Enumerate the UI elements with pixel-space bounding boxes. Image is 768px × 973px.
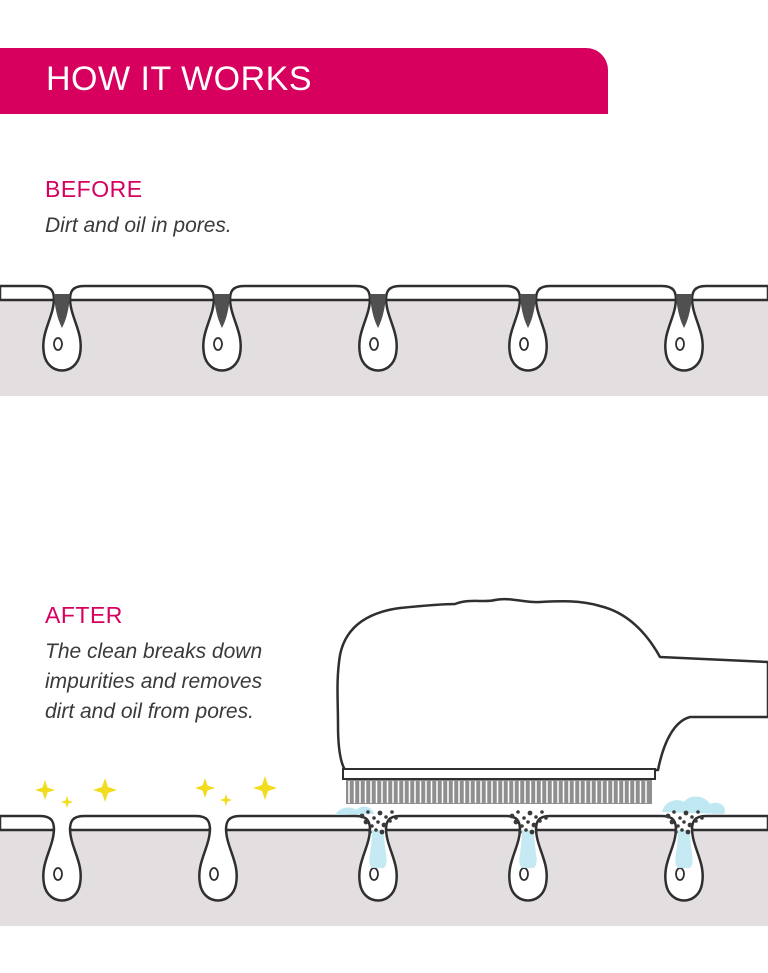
dirt-speck	[676, 824, 680, 828]
dirt-speck	[520, 824, 524, 828]
dirt-speck	[694, 819, 698, 823]
dirt-speck	[683, 810, 689, 816]
dirt-speck	[524, 828, 528, 832]
pore-dirt	[54, 294, 70, 328]
cleansing-foam	[675, 830, 693, 868]
dirt-speck	[374, 828, 378, 832]
pore	[42, 297, 82, 372]
sparkle-icon	[93, 778, 117, 802]
dirt-speck	[531, 822, 537, 828]
dirt-particles	[359, 810, 704, 835]
dirt-speck	[376, 820, 380, 824]
dirt-speck	[366, 810, 370, 814]
dirt-speck	[674, 830, 678, 834]
dirt-speck	[529, 829, 535, 835]
dirt-speck	[377, 810, 383, 816]
pore	[202, 297, 242, 372]
pore-highlight	[519, 867, 529, 881]
pore-dirt	[676, 294, 692, 328]
dirt-speck	[700, 816, 704, 820]
pore	[198, 827, 238, 902]
dirt-speck	[544, 816, 548, 820]
pore-highlight	[53, 337, 63, 351]
dirt-speck	[669, 819, 675, 825]
dirt-speck	[527, 810, 533, 816]
cleansing-brush-icon	[336, 597, 768, 804]
foam-bubbles	[335, 796, 725, 815]
pore-highlight	[519, 337, 529, 351]
pore-highlight	[675, 867, 685, 881]
dirt-speck	[384, 815, 388, 819]
dirt-speck	[526, 820, 530, 824]
before-skin-diagram	[0, 284, 768, 396]
sparkle-icon	[35, 780, 55, 800]
dirt-speck	[368, 830, 372, 834]
dirt-speck	[690, 815, 694, 819]
after-skin-diagram	[0, 814, 768, 926]
dirt-speck	[540, 810, 544, 814]
pore-highlight	[209, 867, 219, 881]
dirt-speck	[379, 829, 385, 835]
dirt-speck	[672, 810, 676, 814]
sparkle-icon	[61, 796, 73, 808]
dirt-speck	[363, 819, 369, 825]
dirt-speck	[678, 816, 682, 820]
pore-dirt	[214, 294, 230, 328]
dirt-speck	[359, 813, 365, 819]
dirt-speck	[687, 822, 693, 828]
sparkle-icon	[220, 794, 232, 806]
pore	[358, 297, 398, 372]
dirt-speck	[685, 829, 691, 835]
after-heading: AFTER	[45, 602, 123, 628]
dirt-speck	[381, 822, 387, 828]
dirt-speck	[509, 813, 515, 819]
pore-highlight	[53, 867, 63, 881]
dirt-speck	[680, 828, 684, 832]
sparkle-icon	[253, 776, 277, 800]
dirt-speck	[516, 810, 520, 814]
pore-highlight	[369, 337, 379, 351]
page-title: HOW IT WORKS	[46, 60, 313, 98]
dirt-speck	[370, 824, 374, 828]
dirt-speck	[534, 815, 538, 819]
after-caption: The clean breaks down impurities and rem…	[45, 637, 262, 727]
after-caption-line: dirt and oil from pores.	[45, 700, 254, 723]
cleansing-foam	[369, 830, 387, 868]
header-banner	[0, 48, 608, 114]
dirt-speck	[696, 810, 700, 814]
pore-highlight	[675, 337, 685, 351]
sparkle-icon	[195, 778, 215, 798]
dirt-speck	[518, 830, 522, 834]
cleansing-foam	[519, 830, 537, 868]
dirt-speck	[682, 820, 686, 824]
pore-dirt	[370, 294, 386, 328]
dirt-speck	[388, 819, 392, 823]
before-heading: BEFORE	[45, 176, 143, 202]
pore-highlight	[213, 337, 223, 351]
after-caption-line: impurities and removes	[45, 670, 263, 693]
dirt-speck	[513, 819, 519, 825]
pore	[664, 297, 704, 372]
before-caption: Dirt and oil in pores.	[45, 214, 232, 237]
pore	[42, 827, 82, 902]
pore-highlight	[369, 867, 379, 881]
dirt-speck	[390, 810, 394, 814]
after-caption-line: The clean breaks down	[45, 640, 263, 663]
pore-dirt	[520, 294, 536, 328]
dirt-speck	[372, 816, 376, 820]
dirt-speck	[538, 819, 542, 823]
dirt-speck	[394, 816, 398, 820]
pore	[508, 297, 548, 372]
dirt-speck	[665, 813, 671, 819]
dirt-speck	[522, 816, 526, 820]
